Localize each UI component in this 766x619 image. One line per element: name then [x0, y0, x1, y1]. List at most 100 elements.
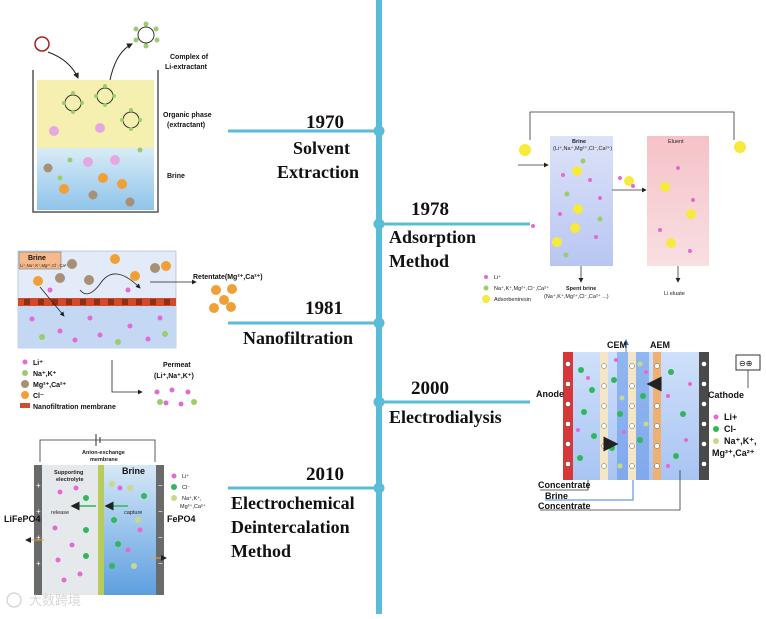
eluent-title: Eluent	[668, 139, 684, 145]
brine-phase	[37, 148, 154, 210]
timeline-node-1981	[373, 317, 385, 329]
release-label: release	[51, 510, 69, 516]
cem-label: CEM	[607, 340, 627, 350]
label-method-2010: Method	[231, 541, 291, 561]
supporting-label-2: electrolyte	[56, 477, 84, 483]
year-1978: 1978	[411, 199, 449, 220]
svg-text:+: +	[36, 507, 41, 516]
svg-text:+: +	[36, 559, 41, 568]
adsorption-brine-column	[550, 136, 613, 266]
ec-right-electrode	[156, 465, 164, 595]
svg-text:+: +	[36, 481, 41, 490]
label-electrodialysis: Electrodialysis	[389, 407, 502, 427]
left-electrode-label: LiFePO4	[4, 514, 41, 524]
retentate-label: Retentate(Mg²⁺,Ca²⁺)	[193, 274, 263, 281]
nf-legend-membrane: Nanofiltration membrane	[33, 404, 116, 411]
organic-label-2: (extractant)	[167, 122, 205, 129]
anode-label: Anode	[536, 389, 564, 399]
label-solvent: Solvent	[293, 138, 350, 158]
nanofiltration-panel: Brine Li⁺,Na⁺,K⁺,Mg²⁺,Cl⁻,Ca²⁺ Retentate…	[17, 250, 263, 411]
watermark-text: 大数跨境	[29, 593, 81, 608]
svg-text:−: −	[158, 559, 163, 568]
complex-label-1: Complex of	[170, 54, 209, 61]
label-nanofiltration: Nanofiltration	[243, 328, 353, 348]
concentrate-label-1: Concentrate	[538, 480, 591, 490]
capture-label: capture	[124, 510, 142, 516]
organic-phase	[37, 80, 154, 148]
label-adsorption: Adsorption	[389, 227, 476, 247]
label-extraction: Extraction	[277, 162, 359, 182]
ed-legend-cl: Cl-	[724, 424, 736, 434]
ads-legend-others: Na⁺,K⁺,Mg²⁺,Cl⁻,Ca²⁺	[494, 285, 549, 292]
ec-left-electrode	[34, 465, 42, 595]
nf-legend-mgca: Mg²⁺,Ca²⁺	[33, 382, 66, 389]
ed-aem-left	[653, 352, 661, 480]
ed-legend-nak: Na⁺,K⁺,	[724, 436, 757, 446]
brine-label: Brine	[167, 173, 185, 180]
label-deintercalation: Deintercalation	[231, 517, 350, 537]
organic-label-1: Organic phase	[163, 112, 212, 119]
solvent-extraction-panel: Complex of Li-extractant Organic phase (…	[32, 21, 212, 213]
timeline-node-1978	[373, 218, 385, 230]
timeline-node-2010	[373, 482, 385, 494]
watermark: 大数跨境	[6, 592, 81, 608]
timeline-node-2000	[373, 396, 385, 408]
ec-brine-label: Brine	[122, 466, 145, 476]
ads-brine-title-1: Brine	[572, 139, 586, 145]
nf-legend-li: Li⁺	[33, 360, 43, 367]
electrochem-panel: Anion-exchange membrane ++ ++ −− −− Supp…	[4, 434, 206, 595]
svg-text:−: −	[158, 533, 163, 542]
permeate-label-1: Permeat	[163, 362, 191, 369]
spent-brine-2: (Na⁺,K⁺,Mg²⁺,Cl⁻,Ca²⁺ ...)	[544, 293, 609, 300]
timeline-axis	[376, 0, 382, 614]
li-eluate: Li eluate	[664, 291, 685, 297]
svg-text:⊖⊕: ⊖⊕	[739, 359, 752, 368]
cathode-label: Cathode	[708, 390, 744, 400]
beaker	[32, 70, 159, 213]
nf-permeate-side	[18, 306, 176, 348]
nf-legend-nak: Na⁺,K⁺	[33, 371, 57, 378]
adsorbent-icon	[519, 144, 531, 156]
ed-legend-mgca: Mg²⁺,Ca²⁺	[712, 448, 755, 458]
nf-legend-cl: Cl⁻	[33, 393, 44, 400]
ads-brine-title-2: (Li⁺,Na⁺,Mg²⁺,Cl⁻,Ca²⁺)	[553, 145, 612, 152]
label-electrochemical: Electrochemical	[231, 493, 355, 513]
timeline: 1970 Solvent Extraction 1978 Adsorption …	[228, 0, 530, 614]
ed-cem-left	[600, 352, 608, 480]
year-1970: 1970	[306, 112, 344, 133]
timeline-node-1970	[373, 125, 385, 137]
spent-brine-1: Spent brine	[566, 286, 596, 292]
adsorption-panel: Brine (Li⁺,Na⁺,Mg²⁺,Cl⁻,Ca²⁺) Eluent Spe…	[482, 111, 746, 303]
aem-label-1: Anion-exchange	[82, 450, 125, 456]
year-1981: 1981	[305, 298, 343, 319]
concentrate-label-2: Concentrate	[538, 501, 591, 511]
ed-cathode	[699, 352, 709, 480]
electrodialysis-panel: CEM AEM Anode Cathode ⊖⊕ Li+ Cl- Na⁺,K⁺,…	[536, 339, 761, 511]
label-method: Method	[389, 251, 449, 271]
ed-anode	[563, 352, 573, 480]
ed-brine-label: Brine	[545, 491, 568, 501]
aem-label-2: membrane	[90, 457, 118, 463]
permeate-label-2: (Li⁺,Na⁺,K⁺)	[154, 373, 194, 380]
complex-label-2: Li-extractant	[165, 64, 208, 71]
svg-text:+: +	[36, 533, 41, 542]
ed-cem-right	[628, 352, 636, 480]
ec-legend-li: Li⁺	[182, 473, 189, 480]
supporting-label-1: Supporting	[54, 470, 83, 476]
ads-legend-li: Li⁺	[494, 274, 501, 281]
ads-legend-adsorbent: Adsorbentresin	[494, 297, 531, 303]
extractant-icon	[34, 36, 50, 52]
right-electrode-label: FePO4	[167, 514, 196, 524]
ec-left-chamber	[42, 465, 98, 595]
aem-label: AEM	[650, 340, 670, 350]
power-source-icon: ⊖⊕	[735, 354, 761, 388]
ec-legend-nak: Na⁺,K⁺,	[182, 495, 202, 502]
ec-anion-exchange-membrane	[98, 465, 104, 595]
svg-text:−: −	[158, 507, 163, 516]
ec-legend-cl: Cl⁻	[182, 485, 190, 491]
eluent-column	[647, 136, 709, 266]
year-2000: 2000	[411, 378, 449, 399]
li-complex-icon	[133, 21, 160, 49]
ec-legend-mgca: Mg²⁺,Ca²⁺	[180, 503, 206, 510]
